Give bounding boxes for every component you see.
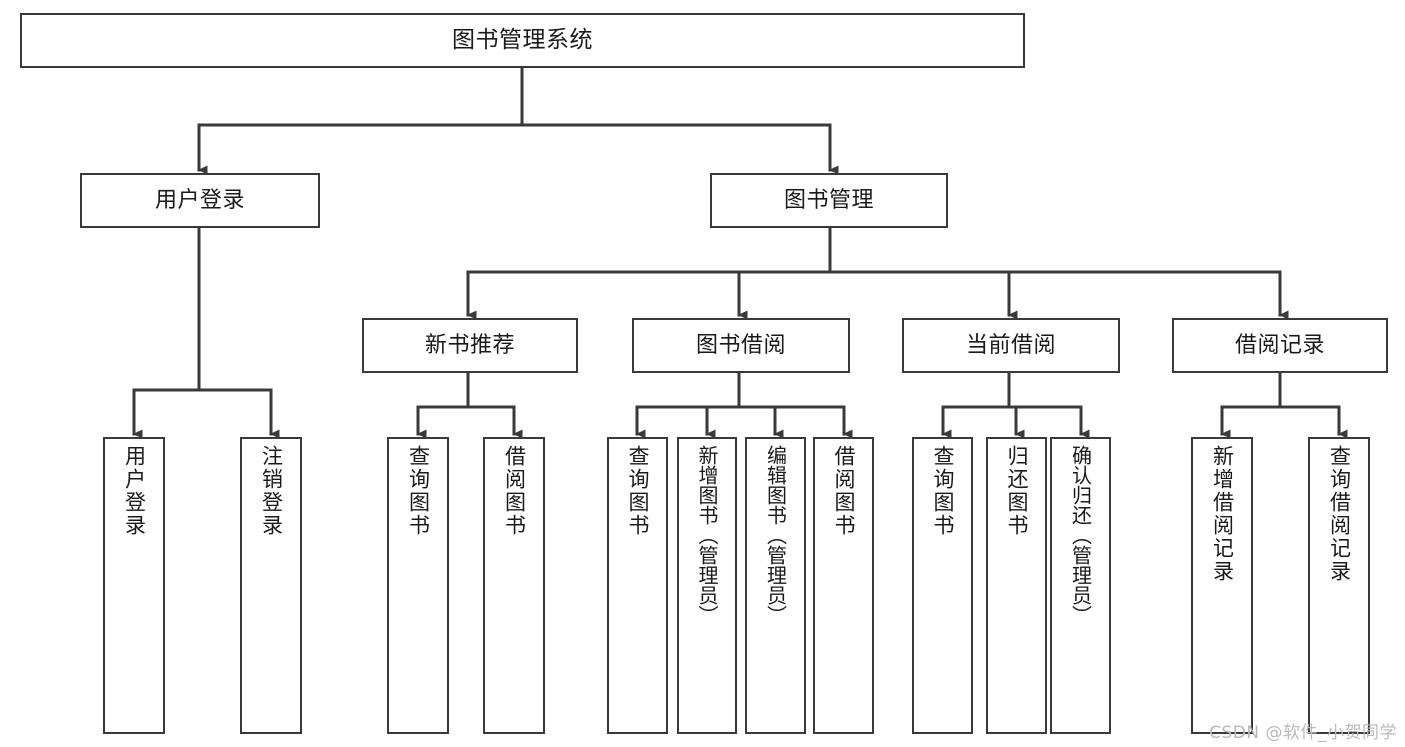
node-user-login-label: 用户登录: [154, 187, 245, 213]
node-new-book-rec-label: 新书推荐: [424, 332, 515, 358]
node-leaf-borrow-edit-book[interactable]: 编辑图书（管理员）: [745, 437, 806, 734]
node-leaf-current-confirm-return-label: 确认归还（管理员）: [1068, 445, 1093, 625]
node-leaf-borrow-query-book-label: 查询图书: [626, 445, 650, 537]
csdn-watermark: CSDN @软件_小贺同学: [1209, 723, 1397, 743]
node-root[interactable]: 图书管理系统: [20, 13, 1025, 68]
node-leaf-user-login[interactable]: 用户登录: [103, 437, 165, 734]
node-leaf-borrow-edit-book-label: 编辑图书（管理员）: [763, 445, 788, 625]
node-leaf-rec-query-book[interactable]: 查询图书: [387, 437, 449, 734]
node-leaf-user-logout[interactable]: 注销登录: [240, 437, 302, 734]
node-leaf-borrow-add-book[interactable]: 新增图书（管理员）: [677, 437, 737, 734]
node-new-book-rec[interactable]: 新书推荐: [362, 318, 578, 373]
node-leaf-borrow-borrow-book[interactable]: 借阅图书: [813, 437, 874, 734]
node-book-manage[interactable]: 图书管理: [710, 173, 948, 228]
node-leaf-current-confirm-return[interactable]: 确认归还（管理员）: [1050, 437, 1111, 734]
node-current-borrow[interactable]: 当前借阅: [902, 318, 1120, 373]
node-user-login[interactable]: 用户登录: [80, 173, 320, 228]
node-leaf-borrow-add-book-label: 新增图书（管理员）: [695, 445, 719, 625]
node-leaf-record-add-label: 新增借阅记录: [1210, 445, 1235, 583]
node-book-borrow[interactable]: 图书借阅: [632, 318, 850, 373]
node-leaf-borrow-query-book[interactable]: 查询图书: [607, 437, 668, 734]
node-leaf-user-login-label: 用户登录: [122, 445, 147, 537]
node-leaf-rec-borrow-book-label: 借阅图书: [502, 445, 527, 537]
node-leaf-rec-borrow-book[interactable]: 借阅图书: [483, 437, 545, 734]
node-leaf-rec-query-book-label: 查询图书: [406, 445, 431, 537]
node-leaf-user-logout-label: 注销登录: [259, 445, 284, 537]
node-leaf-record-add[interactable]: 新增借阅记录: [1191, 437, 1253, 734]
node-borrow-record[interactable]: 借阅记录: [1172, 318, 1388, 373]
node-book-borrow-label: 图书借阅: [695, 332, 786, 358]
node-leaf-current-return-book[interactable]: 归还图书: [986, 437, 1047, 734]
node-current-borrow-label: 当前借阅: [965, 332, 1056, 358]
node-leaf-record-query[interactable]: 查询借阅记录: [1308, 437, 1370, 734]
node-leaf-current-query-book[interactable]: 查询图书: [912, 437, 973, 734]
node-borrow-record-label: 借阅记录: [1234, 332, 1325, 358]
node-leaf-record-query-label: 查询借阅记录: [1327, 445, 1352, 583]
node-leaf-current-query-book-label: 查询图书: [931, 445, 955, 537]
node-leaf-current-return-book-label: 归还图书: [1005, 445, 1029, 537]
node-book-manage-label: 图书管理: [783, 187, 874, 213]
node-leaf-borrow-borrow-book-label: 借阅图书: [832, 445, 856, 537]
node-root-label: 图书管理系统: [452, 26, 593, 53]
